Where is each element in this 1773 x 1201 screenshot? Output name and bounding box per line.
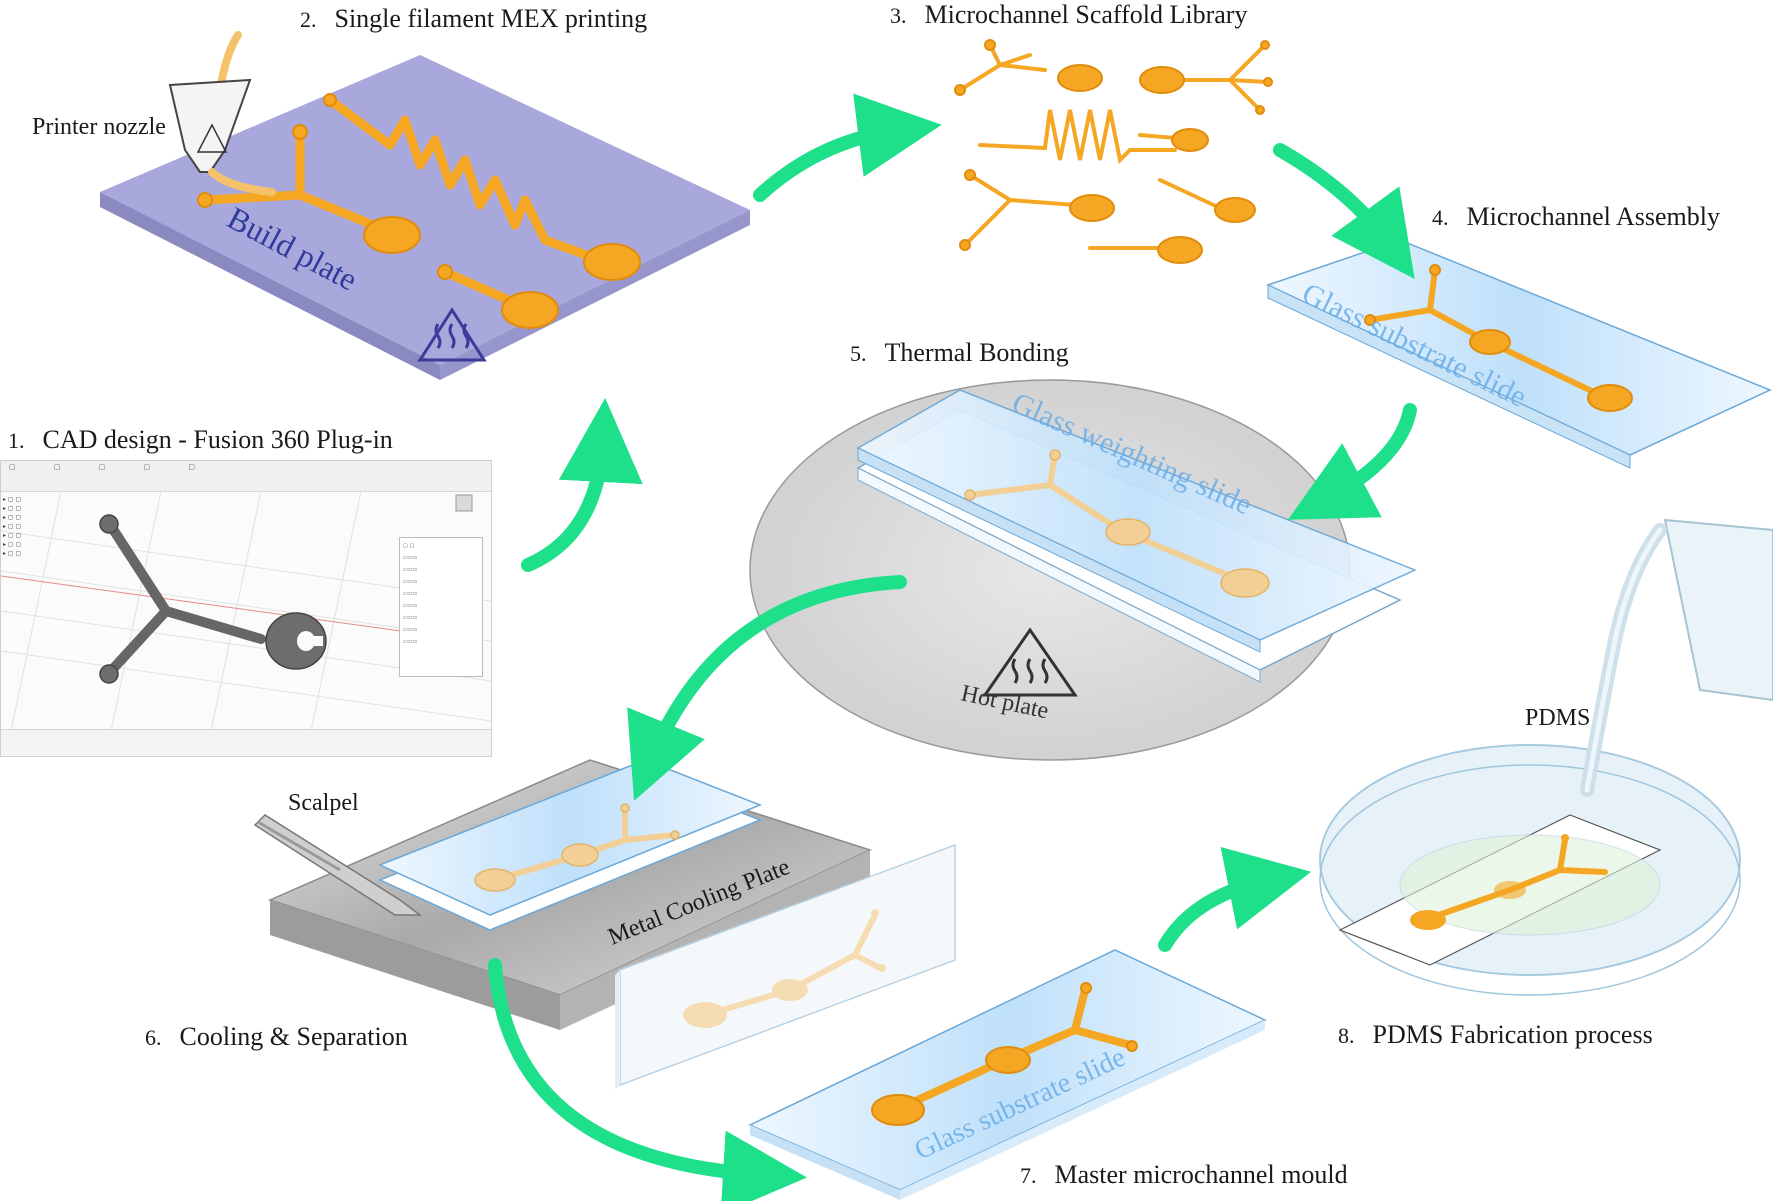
pouring-beaker-icon [1580, 518, 1773, 797]
scaffold-library [958, 43, 1270, 250]
step-1-label: 1.CAD design - Fusion 360 Plug-in [8, 425, 393, 454]
printed-scaffolds [200, 95, 605, 310]
heat-warning-icon [417, 307, 487, 362]
printed-chambers [197, 93, 641, 329]
step-6-label: 6.Cooling & Separation [145, 1022, 408, 1051]
printer-nozzle-label: Printer nozzle [32, 114, 166, 140]
scaffold-library-chambers [954, 39, 1273, 264]
step-8-label: 8.PDMS Fabrication process [1338, 1020, 1653, 1049]
cooling-scaffold [492, 807, 678, 883]
arrow-3-to-4 [1273, 143, 1415, 279]
step-4-label: 4.Microchannel Assembly [1432, 202, 1720, 231]
cad-generator-panel: ▢ ▢▭▭▭▭▭▭▭▭▭▭▭▭▭▭▭▭▭▭▭▭▭▭▭▭ [399, 537, 483, 677]
master-mould-scaffold [896, 986, 1134, 1112]
step-2-label: 2.Single filament MEX printing [300, 4, 648, 33]
petri-dish [1319, 744, 1741, 996]
arrow-4-to-5 [1287, 403, 1417, 520]
arrow-5-to-6 [627, 575, 907, 801]
process-arrows [488, 93, 1417, 1201]
cad-screenshot: ▢ ▢ ▢ ▢ ▢ ▸ ▢ ▢▸ ▢ ▢▸ ▢ ▢▸ ▢ ▢▸ ▢ ▢▸ ▢ ▢… [0, 460, 492, 757]
step-5-label: 5.Thermal Bonding [850, 338, 1069, 367]
scalpel-icon [253, 814, 423, 916]
arrow-2-to-3 [753, 93, 942, 202]
step-7-label: 7.Master microchannel mould [1020, 1160, 1348, 1189]
printer-nozzle-icon [168, 31, 276, 196]
arrow-1-to-2 [521, 398, 643, 572]
arrow-6-to-7 [488, 958, 807, 1201]
pdms-label: PDMS [1525, 705, 1591, 731]
hot-surface-icon [982, 627, 1078, 697]
arrow-7-to-8 [1158, 847, 1312, 952]
scalpel-label: Scalpel [288, 790, 359, 816]
assembly-glass-slide [1266, 239, 1772, 469]
cad-toolbar [1, 461, 491, 492]
assembly-scaffold [1367, 267, 1603, 398]
cad-browser-tree: ▸ ▢ ▢▸ ▢ ▢▸ ▢ ▢▸ ▢ ▢▸ ▢ ▢▸ ▢ ▢▸ ▢ ▢ [3, 496, 22, 557]
step-3-label: 3.Microchannel Scaffold Library [890, 0, 1248, 29]
cad-timeline [1, 729, 491, 756]
build-plate [100, 55, 750, 380]
